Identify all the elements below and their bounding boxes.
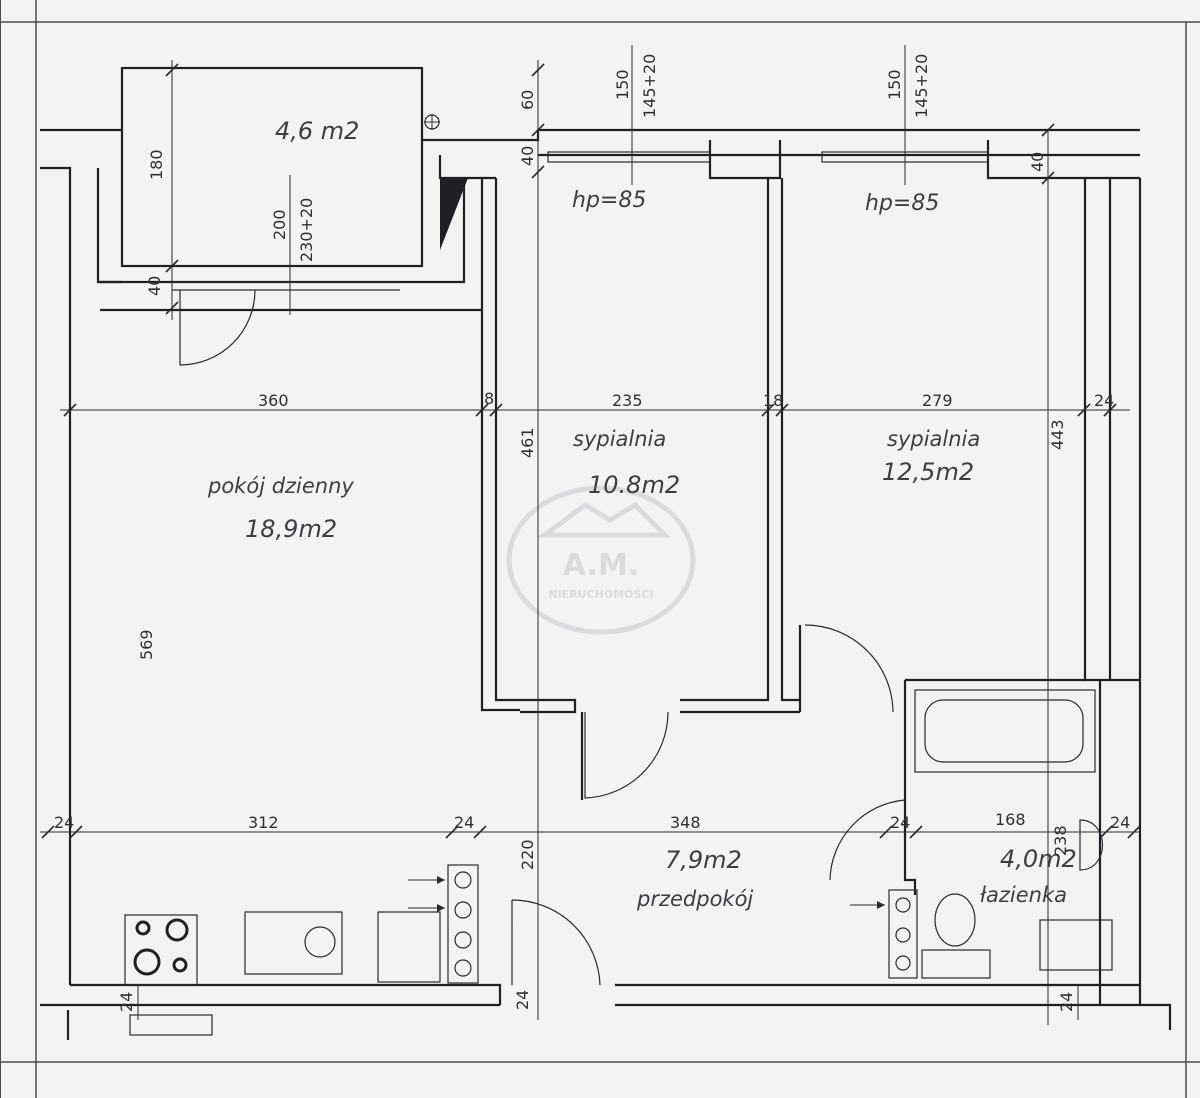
dim-window2-width: 150 bbox=[885, 69, 904, 100]
bedroom2-area: 12,5m2 bbox=[882, 458, 974, 486]
dim-bottom-5: 168 bbox=[995, 810, 1026, 829]
dim-bottom-4: 24 bbox=[890, 813, 910, 832]
dim-bedroom-depth: 461 bbox=[518, 427, 537, 458]
dim-bottom-left-24: 24 bbox=[117, 992, 136, 1012]
dim-top-5: 24 bbox=[1094, 391, 1114, 410]
dim-bottom-6: 24 bbox=[1110, 813, 1130, 832]
fixtures bbox=[124, 114, 1113, 986]
dim-door-height: 200 bbox=[270, 209, 289, 240]
dim-hall-depth: 220 bbox=[518, 839, 537, 870]
living-room-name: pokój dzienny bbox=[207, 474, 354, 498]
dim-bottom-right-24: 24 bbox=[1057, 992, 1076, 1012]
dim-top-2: 235 bbox=[612, 391, 643, 410]
hall-area: 7,9m2 bbox=[665, 846, 742, 874]
dim-bottom-mid-24: 24 bbox=[513, 990, 532, 1010]
bathroom-area: 4,0m2 bbox=[1000, 845, 1077, 873]
dimension-ticks bbox=[41, 63, 1141, 839]
hall-name: przedpokój bbox=[636, 887, 753, 911]
dim-bedroom2-depth: 443 bbox=[1048, 419, 1067, 450]
bathroom-name: łazienka bbox=[980, 883, 1067, 907]
dim-living-depth: 569 bbox=[137, 629, 156, 660]
dimension-lines bbox=[40, 45, 1140, 1025]
dim-top-1: 8 bbox=[484, 389, 494, 408]
dim-parapet-60: 60 bbox=[518, 90, 537, 110]
dim-door-opening: 230+20 bbox=[297, 198, 316, 262]
cabinet-icon bbox=[377, 911, 441, 983]
bedroom2-sill-height: hp=85 bbox=[865, 191, 939, 216]
dim-wall-40-mid: 40 bbox=[518, 146, 537, 166]
dim-wall-40-left: 40 bbox=[145, 276, 164, 296]
bedroom1-name: sypialnia bbox=[573, 427, 666, 451]
watermark-title: A.M. bbox=[563, 548, 639, 583]
dim-top-3: 18 bbox=[763, 391, 783, 410]
dim-bottom-2: 24 bbox=[454, 813, 474, 832]
stove-icon bbox=[124, 914, 198, 986]
balcony-area: 4,6 m2 bbox=[275, 117, 359, 145]
dim-window2-opening: 145+20 bbox=[912, 54, 931, 118]
vent-column-icon bbox=[447, 864, 479, 984]
washer-icon bbox=[1039, 919, 1113, 971]
bedroom1-area: 10.8m2 bbox=[588, 471, 680, 499]
dim-bottom-3: 348 bbox=[670, 813, 701, 832]
dim-wall-40-right: 40 bbox=[1028, 152, 1047, 172]
toilet-icon bbox=[921, 949, 991, 979]
dim-top-0: 360 bbox=[258, 391, 289, 410]
watermark-subtitle: NIERUCHOMOŚCI bbox=[548, 588, 653, 601]
dim-balcony-depth: 180 bbox=[147, 149, 166, 180]
dim-window1-opening: 145+20 bbox=[640, 54, 659, 118]
living-room-area: 18,9m2 bbox=[245, 515, 337, 543]
bedroom2-name: sypialnia bbox=[887, 427, 980, 451]
dim-top-4: 279 bbox=[922, 391, 953, 410]
doors bbox=[179, 289, 906, 986]
sink-icon bbox=[1079, 819, 1103, 871]
dim-window1-width: 150 bbox=[613, 69, 632, 100]
bedroom1-sill-height: hp=85 bbox=[572, 188, 646, 213]
watermark: A.M. NIERUCHOMOŚCI bbox=[506, 485, 696, 635]
vent-column-bath-icon bbox=[888, 889, 918, 979]
kitchen-sink-icon bbox=[244, 911, 343, 975]
dim-bottom-0: 24 bbox=[54, 813, 74, 832]
bathtub-icon bbox=[914, 689, 1096, 773]
arrow-icons bbox=[408, 876, 885, 912]
dim-bath-width: 238 bbox=[1051, 825, 1070, 856]
dim-bottom-1: 312 bbox=[248, 813, 279, 832]
